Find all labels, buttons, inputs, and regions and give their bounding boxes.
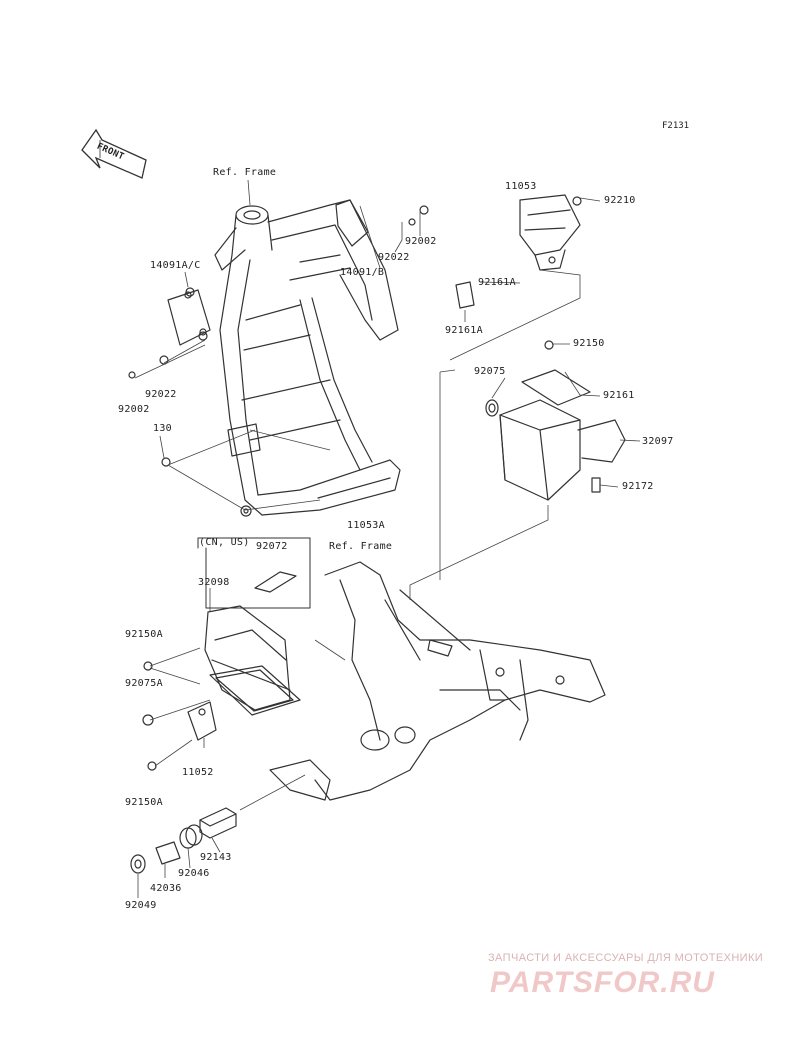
label-14091b: 14091/B — [340, 267, 385, 278]
label-variant-cn-us: (CN, US) — [199, 537, 250, 548]
bracket-11053-drawing — [455, 194, 582, 309]
label-14091ac: 14091A/C — [150, 260, 201, 271]
lower-frame-drawing — [269, 561, 606, 801]
variant-inset-box — [197, 537, 311, 609]
label-92161a-upper: 92161A — [478, 277, 516, 288]
label-11053a: 11053A — [347, 520, 385, 531]
front-arrow-icon — [81, 128, 147, 179]
diagram-code: F2131 — [662, 121, 690, 131]
watermark-brand-logo: PARTSFOR.RU — [490, 966, 715, 999]
collar-stack-drawing — [130, 807, 237, 874]
label-92022-left: 92022 — [145, 389, 177, 400]
label-11052: 11052 — [182, 767, 214, 778]
label-92143: 92143 — [200, 852, 232, 863]
label-92075a: 92075A — [125, 678, 163, 689]
label-92046: 92046 — [178, 868, 210, 879]
label-92002-top: 92002 — [405, 236, 437, 247]
label-92002-left: 92002 — [118, 404, 150, 415]
label-32098: 32098 — [198, 577, 230, 588]
label-42036: 42036 — [150, 883, 182, 894]
watermark-tagline: ЗАПЧАСТИ И АКСЕССУАРЫ ДЛЯ МОТОТЕХНИКИ — [488, 952, 764, 964]
label-92075: 92075 — [474, 366, 506, 377]
label-ref-frame-top: Ref. Frame — [213, 167, 277, 178]
upper-frame-drawing — [167, 199, 401, 517]
label-92150a-lower: 92150A — [125, 797, 163, 808]
label-92210: 92210 — [604, 195, 636, 206]
label-92161: 92161 — [603, 390, 635, 401]
label-92022-top: 92022 — [378, 252, 410, 263]
cover-32098-drawing — [187, 605, 301, 741]
label-92049: 92049 — [125, 900, 157, 911]
label-ref-frame-bottom: Ref. Frame — [329, 541, 393, 552]
label-92161a-lower: 92161A — [445, 325, 483, 336]
label-32097: 32097 — [642, 436, 674, 447]
battery-case-drawing — [485, 340, 626, 501]
label-130: 130 — [153, 423, 172, 434]
label-92150: 92150 — [573, 338, 605, 349]
leader-lines — [134, 179, 641, 898]
label-11053: 11053 — [505, 181, 537, 192]
label-92150a-upper: 92150A — [125, 629, 163, 640]
label-92172: 92172 — [622, 481, 654, 492]
label-92072: 92072 — [256, 541, 288, 552]
